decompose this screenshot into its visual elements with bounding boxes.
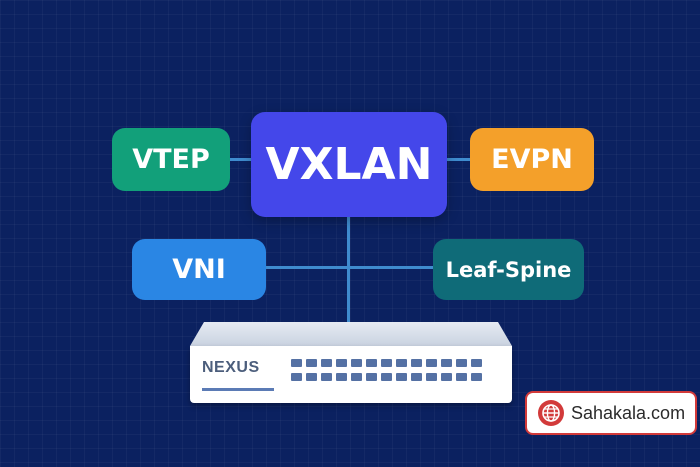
switch-front-panel: NEXUS [190,346,512,403]
switch-port [336,359,347,367]
switch-port [306,359,317,367]
connector-vni-leafspine [266,266,434,269]
switch-port [381,359,392,367]
switch-port [411,373,422,381]
switch-port [381,373,392,381]
leaf-spine-node: Leaf-Spine [433,239,584,300]
switch-top-surface [190,322,512,346]
globe-icon [538,400,564,426]
switch-port [336,373,347,381]
switch-port [366,373,377,381]
switch-port [396,359,407,367]
evpn-node: EVPN [470,128,594,191]
connector-vxlan-evpn [446,158,471,161]
switch-port [321,373,332,381]
switch-port [351,373,362,381]
switch-port [471,373,482,381]
watermark-badge: Sahakala.com [525,391,697,435]
vxlan-node: VXLAN [251,112,447,217]
switch-port [411,359,422,367]
vtep-node: VTEP [112,128,230,191]
switch-port [471,359,482,367]
switch-port [426,359,437,367]
switch-port [426,373,437,381]
connector-vtep-vxlan [230,158,252,161]
watermark-text: Sahakala.com [571,402,686,423]
vni-node: VNI [132,239,266,300]
switch-ports [291,359,482,381]
switch-port [456,373,467,381]
connector-vertical-trunk [347,216,350,323]
switch-port [456,359,467,367]
switch-port [441,359,452,367]
switch-port [396,373,407,381]
switch-port [351,359,362,367]
switch-port [441,373,452,381]
switch-port [306,373,317,381]
switch-indicator-line [202,388,274,391]
switch-port [366,359,377,367]
switch-label: NEXUS [202,359,260,376]
switch-port [291,373,302,381]
switch-port [291,359,302,367]
nexus-switch: NEXUS [190,322,512,403]
switch-port [321,359,332,367]
